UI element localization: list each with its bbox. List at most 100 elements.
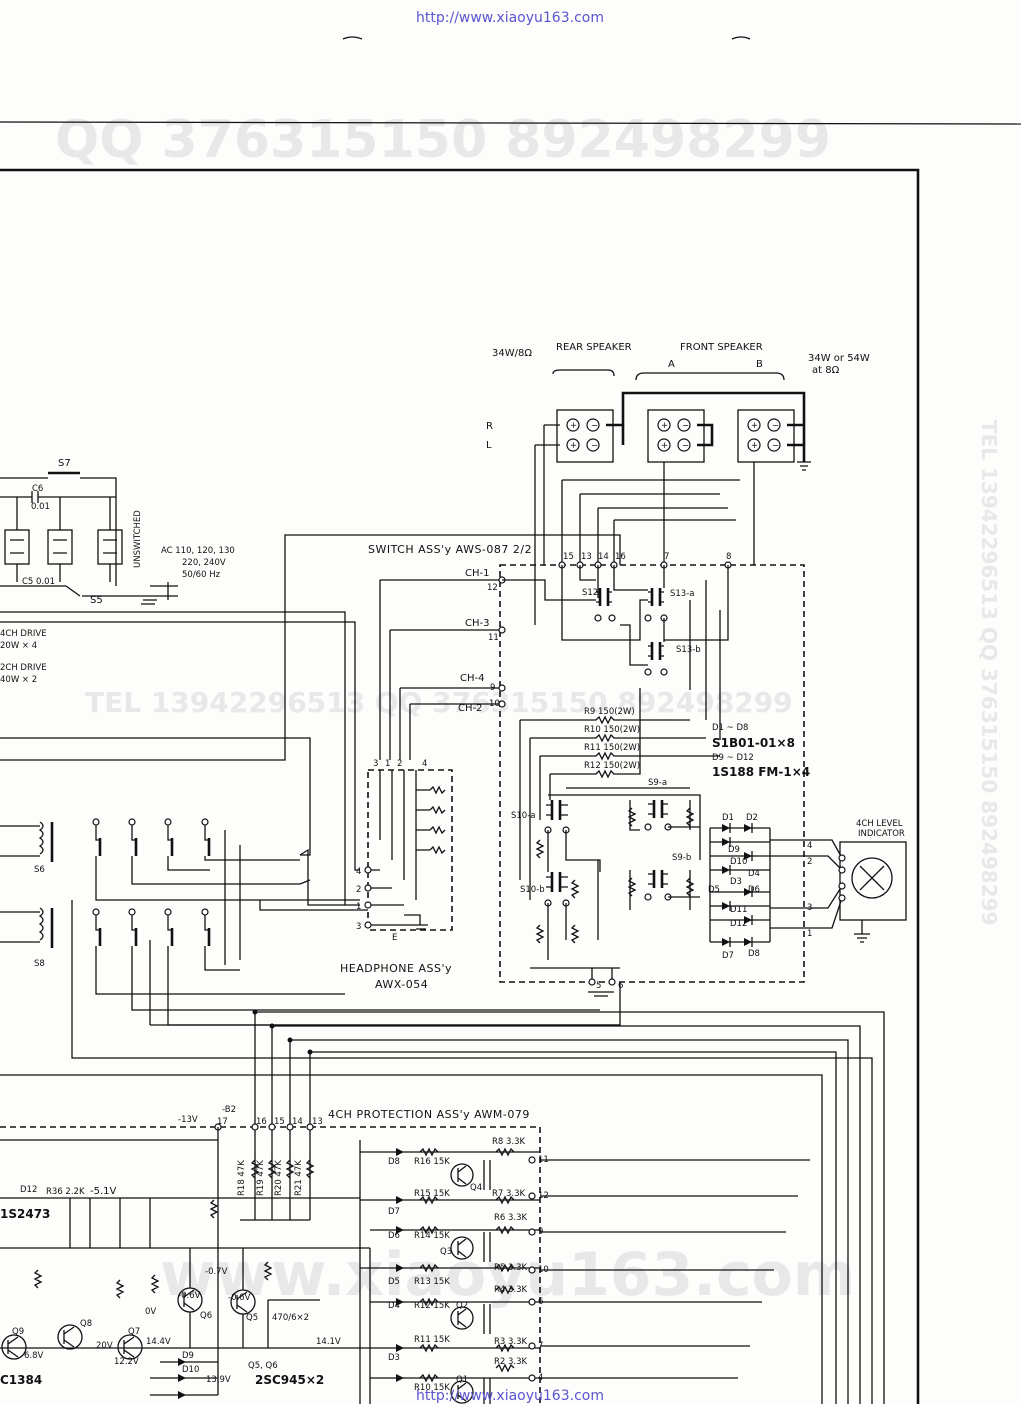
d9-d12-type: 1S188 FM-1×4 [712,765,810,779]
cap-value: 470/6×2 [272,1313,309,1323]
r36-label: R36 2.2K [46,1187,85,1197]
hp-pin-1: 1 [385,759,390,769]
ac-voltage-3: 50/60 Hz [182,570,221,580]
watermark-tel-vertical: TEL 13942296513 QQ 376315150 892498299 [977,420,1001,925]
q8-label: Q8 [80,1319,92,1329]
ic-label: 1S2473 [0,1207,50,1221]
hp-side-2: 2 [356,885,361,895]
front-b-speaker-terminal [737,409,795,463]
s10b-label: S10-b [520,885,545,895]
q7-label: Q7 [128,1327,140,1337]
svg-text:−: − [591,441,598,451]
speaker-section: 34W/8Ω REAR SPEAKER FRONT SPEAKER A B 34… [486,342,870,625]
svg-text:D11: D11 [730,905,747,915]
q1-label: Q1 [456,1375,468,1385]
r12-label: R12 150(2W) [584,761,640,771]
svg-text:R20 47K: R20 47K [274,1160,284,1196]
svg-text:D10: D10 [730,857,747,867]
headphone-model: AWX-054 [375,978,428,991]
hp-pin-2: 2 [397,759,402,769]
svg-text:−: − [682,421,689,431]
prot-pin-13: 13 [312,1117,323,1127]
prot-pin-15: 15 [274,1117,285,1127]
4ch-drive-power: 20W × 4 [0,641,37,651]
r12-resistor [550,688,641,779]
ind-pin-1: 1 [807,929,812,939]
crop-mark [342,36,363,40]
r3-label: R3 3.3K [494,1337,528,1347]
headphone-boundary [367,769,453,931]
outlet-3 [97,529,123,565]
pin-6: 6 [618,981,623,991]
v20: 20V [96,1341,113,1351]
s13b-label: S13-b [676,645,701,655]
r14-label: R14 15K [414,1231,450,1241]
sheet-top-line [0,121,1021,125]
ind-pin-4: 4 [807,841,812,851]
svg-text:D1: D1 [722,813,734,823]
switch-array [92,818,620,1026]
r11-resistor [540,751,720,761]
meter-needle-icon [859,865,885,891]
s10a-switch [544,800,570,834]
d4-label: D4 [388,1301,400,1311]
d10-label: D10 [182,1365,199,1375]
svg-text:D2: D2 [746,813,758,823]
q8-transistor [57,1324,83,1350]
r10-resistor [530,733,706,743]
pin-17: 17 [217,1117,228,1127]
svg-text:−: − [682,441,689,451]
s5-switch [0,585,150,597]
s13a-switch [644,588,668,622]
headphone-assy: 3 1 2 4 4 2 1 3 E HEADPHONE ASS'y AWX-05… [340,759,453,991]
svg-text:−: − [591,421,598,431]
hp-side-4: 4 [356,867,361,877]
ch3-label: CH-3 [465,618,489,629]
r9-resistor [520,715,690,725]
d1-d8-type: S1B01-01×8 [712,736,795,750]
ground-icon [141,599,157,605]
watermark-qq: QQ 376315150 892498299 [55,110,831,170]
switch-ground [530,967,620,997]
v141: 14.1V [316,1337,341,1347]
s9b-switch [644,870,672,901]
pin-8: 8 [726,552,731,562]
crop-mark [731,36,751,40]
power-section: S7 C6 0.01 UNSWITCHED C5 0.01 S5 AC 110,… [0,458,235,606]
indicator-title-1: 4CH LEVEL [856,819,903,829]
main-frame [0,168,920,1404]
d3-label: D3 [388,1353,400,1363]
svg-text:D5: D5 [708,885,720,895]
svg-text:D6: D6 [748,885,760,895]
r9-label: R9 150(2W) [584,707,635,717]
coil-icon [38,821,44,941]
svg-text:+: + [661,421,668,431]
s12-label: S12 [582,588,598,598]
r11-label: R11 150(2W) [584,743,640,753]
s8-label: S8 [34,959,45,969]
svg-text:D7: D7 [722,951,734,961]
front-b-label: B [756,359,763,370]
d8-label: D8 [388,1157,400,1167]
level-indicator: 4CH LEVEL INDICATOR 4 2 3 1 [804,819,907,943]
s9b-label: S9-b [672,853,691,863]
q3-label: Q3 [440,1247,452,1257]
s13a-label: S13-a [670,589,695,599]
selector-switches: S6 S8 [0,818,620,1026]
ind-pin-3: 3 [807,903,812,913]
switch-assy-title: SWITCH ASS'y AWS-087 2/2 [368,543,532,556]
front-speaker-label: FRONT SPEAKER [680,342,763,353]
indicator-title-2: INDICATOR [858,829,905,839]
r10-prot-label: R10 15K [414,1383,450,1393]
hp-e-label: E [392,933,397,943]
r15-label: R15 15K [414,1189,450,1199]
r5-label: R5 3.3K [494,1263,528,1273]
hp-side-3: 3 [356,922,361,932]
prot-pin-16: 16 [256,1117,267,1127]
minus-06v-b: -0.6V [228,1293,251,1303]
2ch-drive-power: 40W × 2 [0,675,37,685]
r7-label: R7 3.3K [492,1189,526,1199]
r8-label: R8 3.3K [492,1137,526,1147]
front-a-label: A [668,359,675,370]
